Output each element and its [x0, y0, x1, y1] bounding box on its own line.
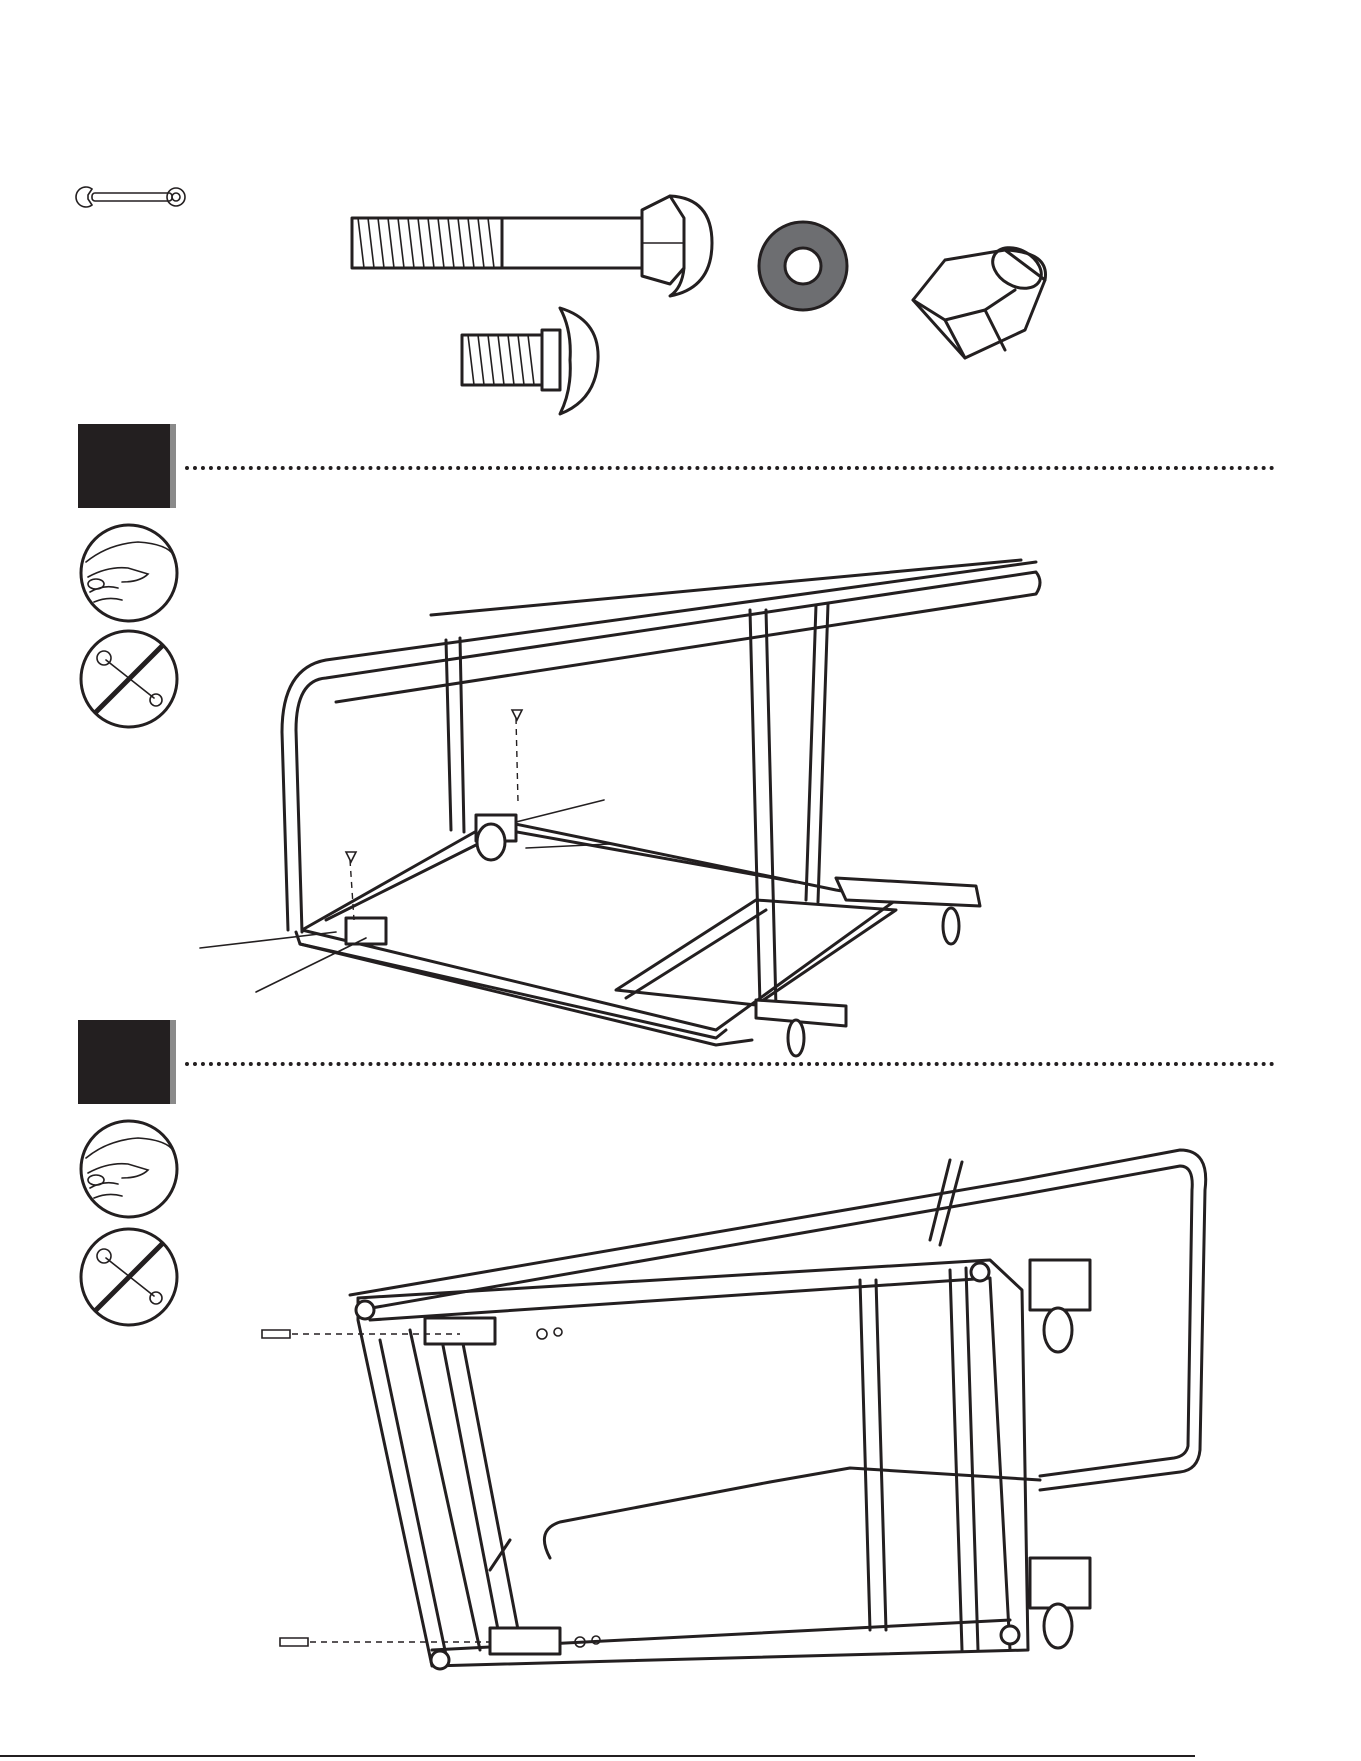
step-number-badge [78, 1020, 170, 1104]
no-wrench-icon [78, 628, 180, 730]
step-number-badge [78, 424, 170, 508]
cart-frame-assembly-step-2 [250, 1150, 1210, 1670]
step-divider [185, 466, 1275, 470]
lock-nut [905, 230, 1055, 380]
short-carriage-bolt [460, 300, 600, 420]
cart-frame-assembly-step-1 [196, 560, 1076, 1060]
long-carriage-bolt [352, 188, 712, 303]
page-bottom-rule [0, 1755, 1195, 1757]
washer [755, 218, 851, 314]
step-number [78, 1020, 170, 1104]
step-number [78, 424, 170, 508]
step-divider [185, 1062, 1275, 1066]
no-wrench-icon [78, 1226, 180, 1328]
wrench-icon [78, 185, 188, 209]
hand-tighten-icon [78, 1118, 180, 1220]
hand-tighten-icon [78, 522, 180, 624]
